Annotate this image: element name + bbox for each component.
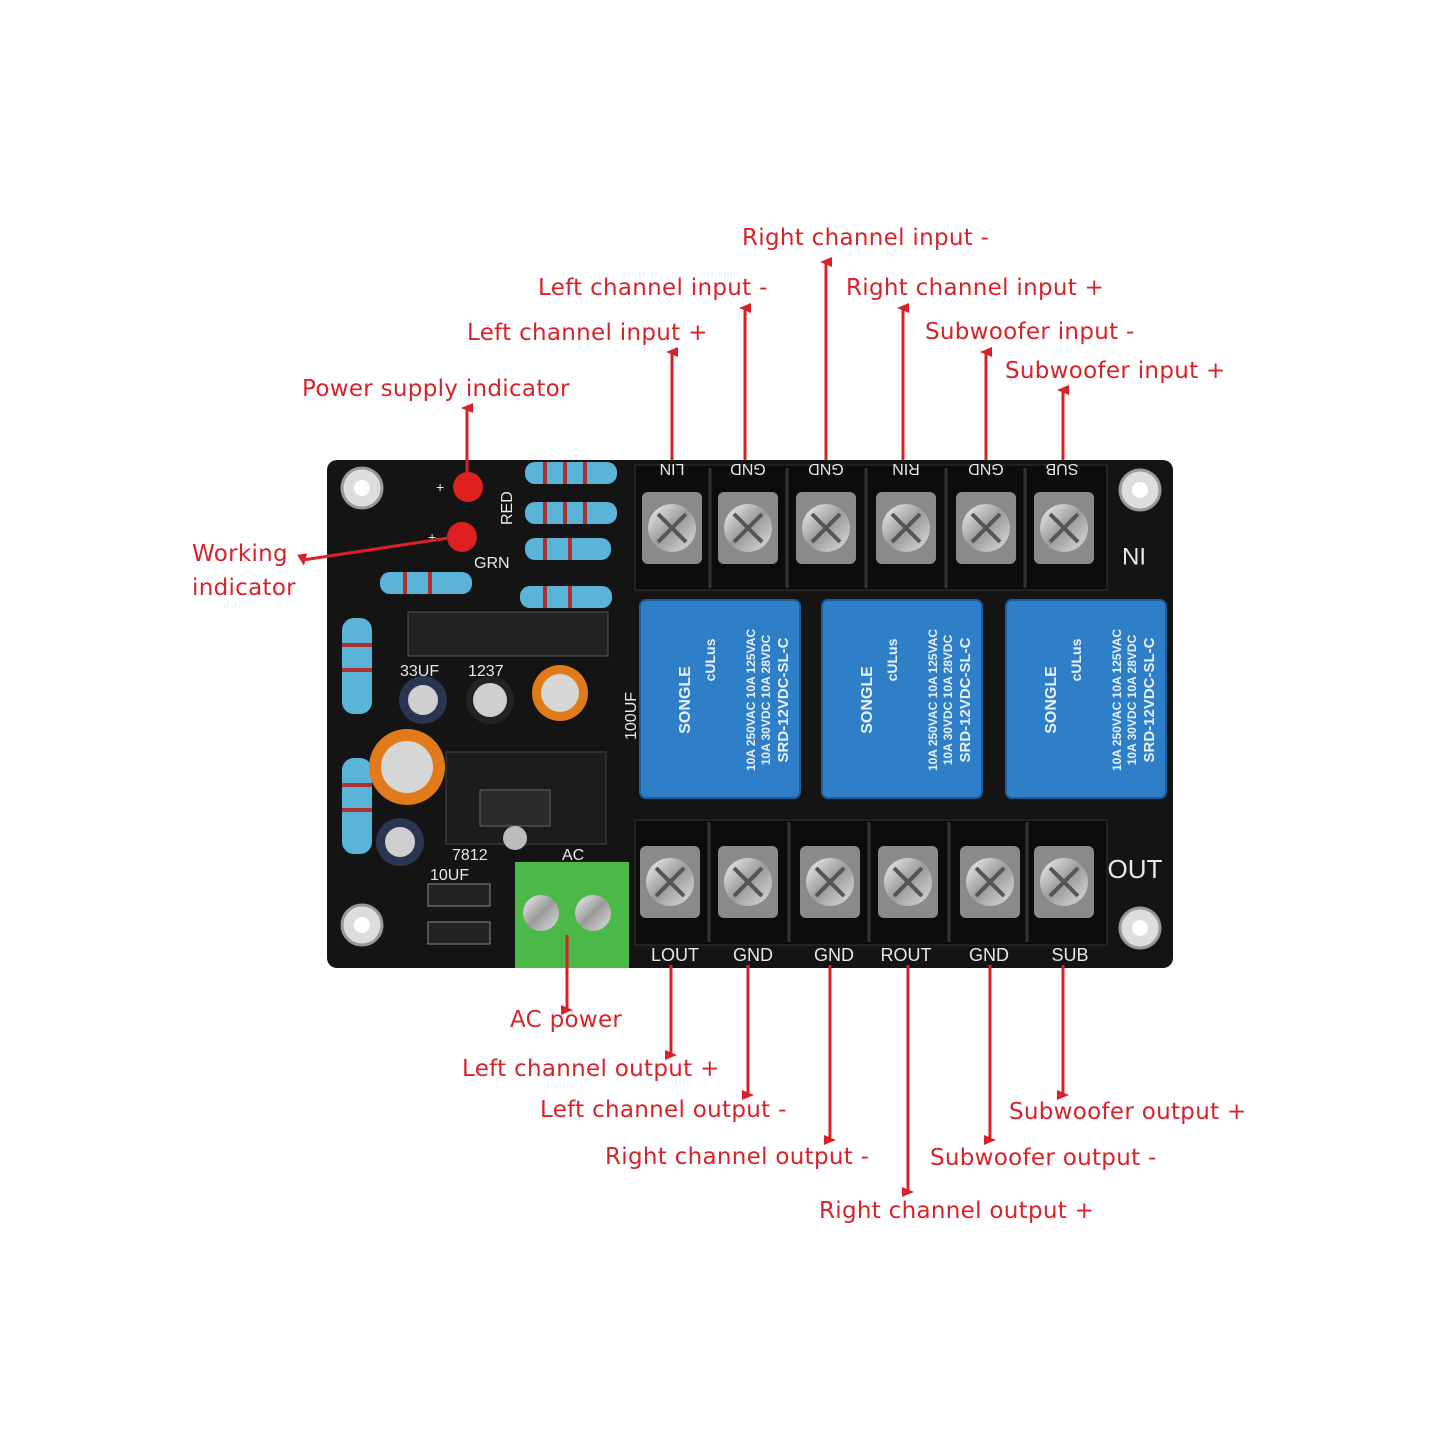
red-led [453,472,483,502]
terminal-label-lin: LIN [660,460,685,477]
label-right-channel-input-plus: Right channel input + [846,275,1105,301]
ic-label: 1237 [468,663,504,680]
regulator-label: 7812 [452,847,488,864]
relay-model: SRD-12VDC-SL-C [957,637,974,762]
relay-brand: SONGLE [677,666,694,734]
label-left-channel-input-plus: Left channel input + [467,320,708,346]
green-led [447,522,477,552]
terminal-label-lout: LOUT [651,945,699,965]
resistors [342,462,617,854]
capacitors [369,665,588,866]
terminal-label-gnd: GND [969,945,1009,965]
terminal-label-sub: SUB [1051,945,1088,965]
relay-cert: cULus [884,638,900,681]
relay-line2: 10A 30VDC 10A 28VDC [759,634,773,765]
cap-label: 33UF [400,663,439,680]
label-subwoofer-output-minus: Subwoofer output - [930,1145,1157,1171]
relay-brand: SONGLE [859,666,876,734]
label-right-channel-output-minus: Right channel output - [605,1144,870,1170]
relay-line2: 10A 30VDC 10A 28VDC [1125,634,1139,765]
ic-chip [407,611,609,657]
annotation-arrows [297,257,1069,1197]
terminal-label-gnd: GND [814,945,854,965]
label-left-channel-output-plus: Left channel output + [462,1056,720,1082]
label-power-supply-indicator: Power supply indicator [302,376,570,402]
plus-mark: + [436,479,444,495]
label-subwoofer-input-plus: Subwoofer input + [1005,358,1226,384]
label-right-channel-input-minus: Right channel input - [742,225,990,251]
red-led-label: RED [499,491,516,525]
relay-brand: SONGLE [1043,666,1060,734]
label-left-channel-output-minus: Left channel output - [540,1097,787,1123]
mounting-holes [340,466,1162,950]
input-terminal-block [634,464,1108,591]
relay-model: SRD-12VDC-SL-C [775,637,792,762]
relay-cert: cULus [1068,638,1084,681]
terminal-label-gnd: GND [733,945,773,965]
in-label: IN [1122,542,1146,569]
relay-line1: 10A 250VAC 10A 125VAC [926,629,940,771]
cap-label: 100UF [623,692,640,740]
label-ac-power: AC power [510,1007,623,1033]
cap-label: 10UF [430,867,469,884]
relay-line2: 10A 30VDC 10A 28VDC [941,634,955,765]
terminal-label-gnd: GND [968,460,1004,477]
label-subwoofer-input-minus: Subwoofer input - [925,319,1135,345]
label-working-indicator-line1: Working [192,541,288,567]
arrow-working-indicator [297,535,456,566]
ac-label: AC [562,847,584,864]
label-left-channel-input-minus: Left channel input - [538,275,768,301]
relay-model: SRD-12VDC-SL-C [1141,637,1158,762]
terminal-label-rin: RIN [892,460,920,477]
label-working-indicator-line2: indicator [192,575,296,601]
terminal-label-sub: SUB [1046,460,1079,477]
label-right-channel-output-plus: Right channel output + [819,1198,1095,1224]
relay-line1: 10A 250VAC 10A 125VAC [744,629,758,771]
terminal-label-rout: ROUT [881,945,932,965]
out-label: OUT [1108,854,1163,884]
terminal-label-gnd: GND [730,460,766,477]
label-subwoofer-output-plus: Subwoofer output + [1009,1099,1247,1125]
terminal-label-gnd: GND [808,460,844,477]
green-led-label: GRN [474,555,510,572]
relay-cert: cULus [702,638,718,681]
plus-mark: + [428,529,436,545]
relay-line1: 10A 250VAC 10A 125VAC [1110,629,1124,771]
